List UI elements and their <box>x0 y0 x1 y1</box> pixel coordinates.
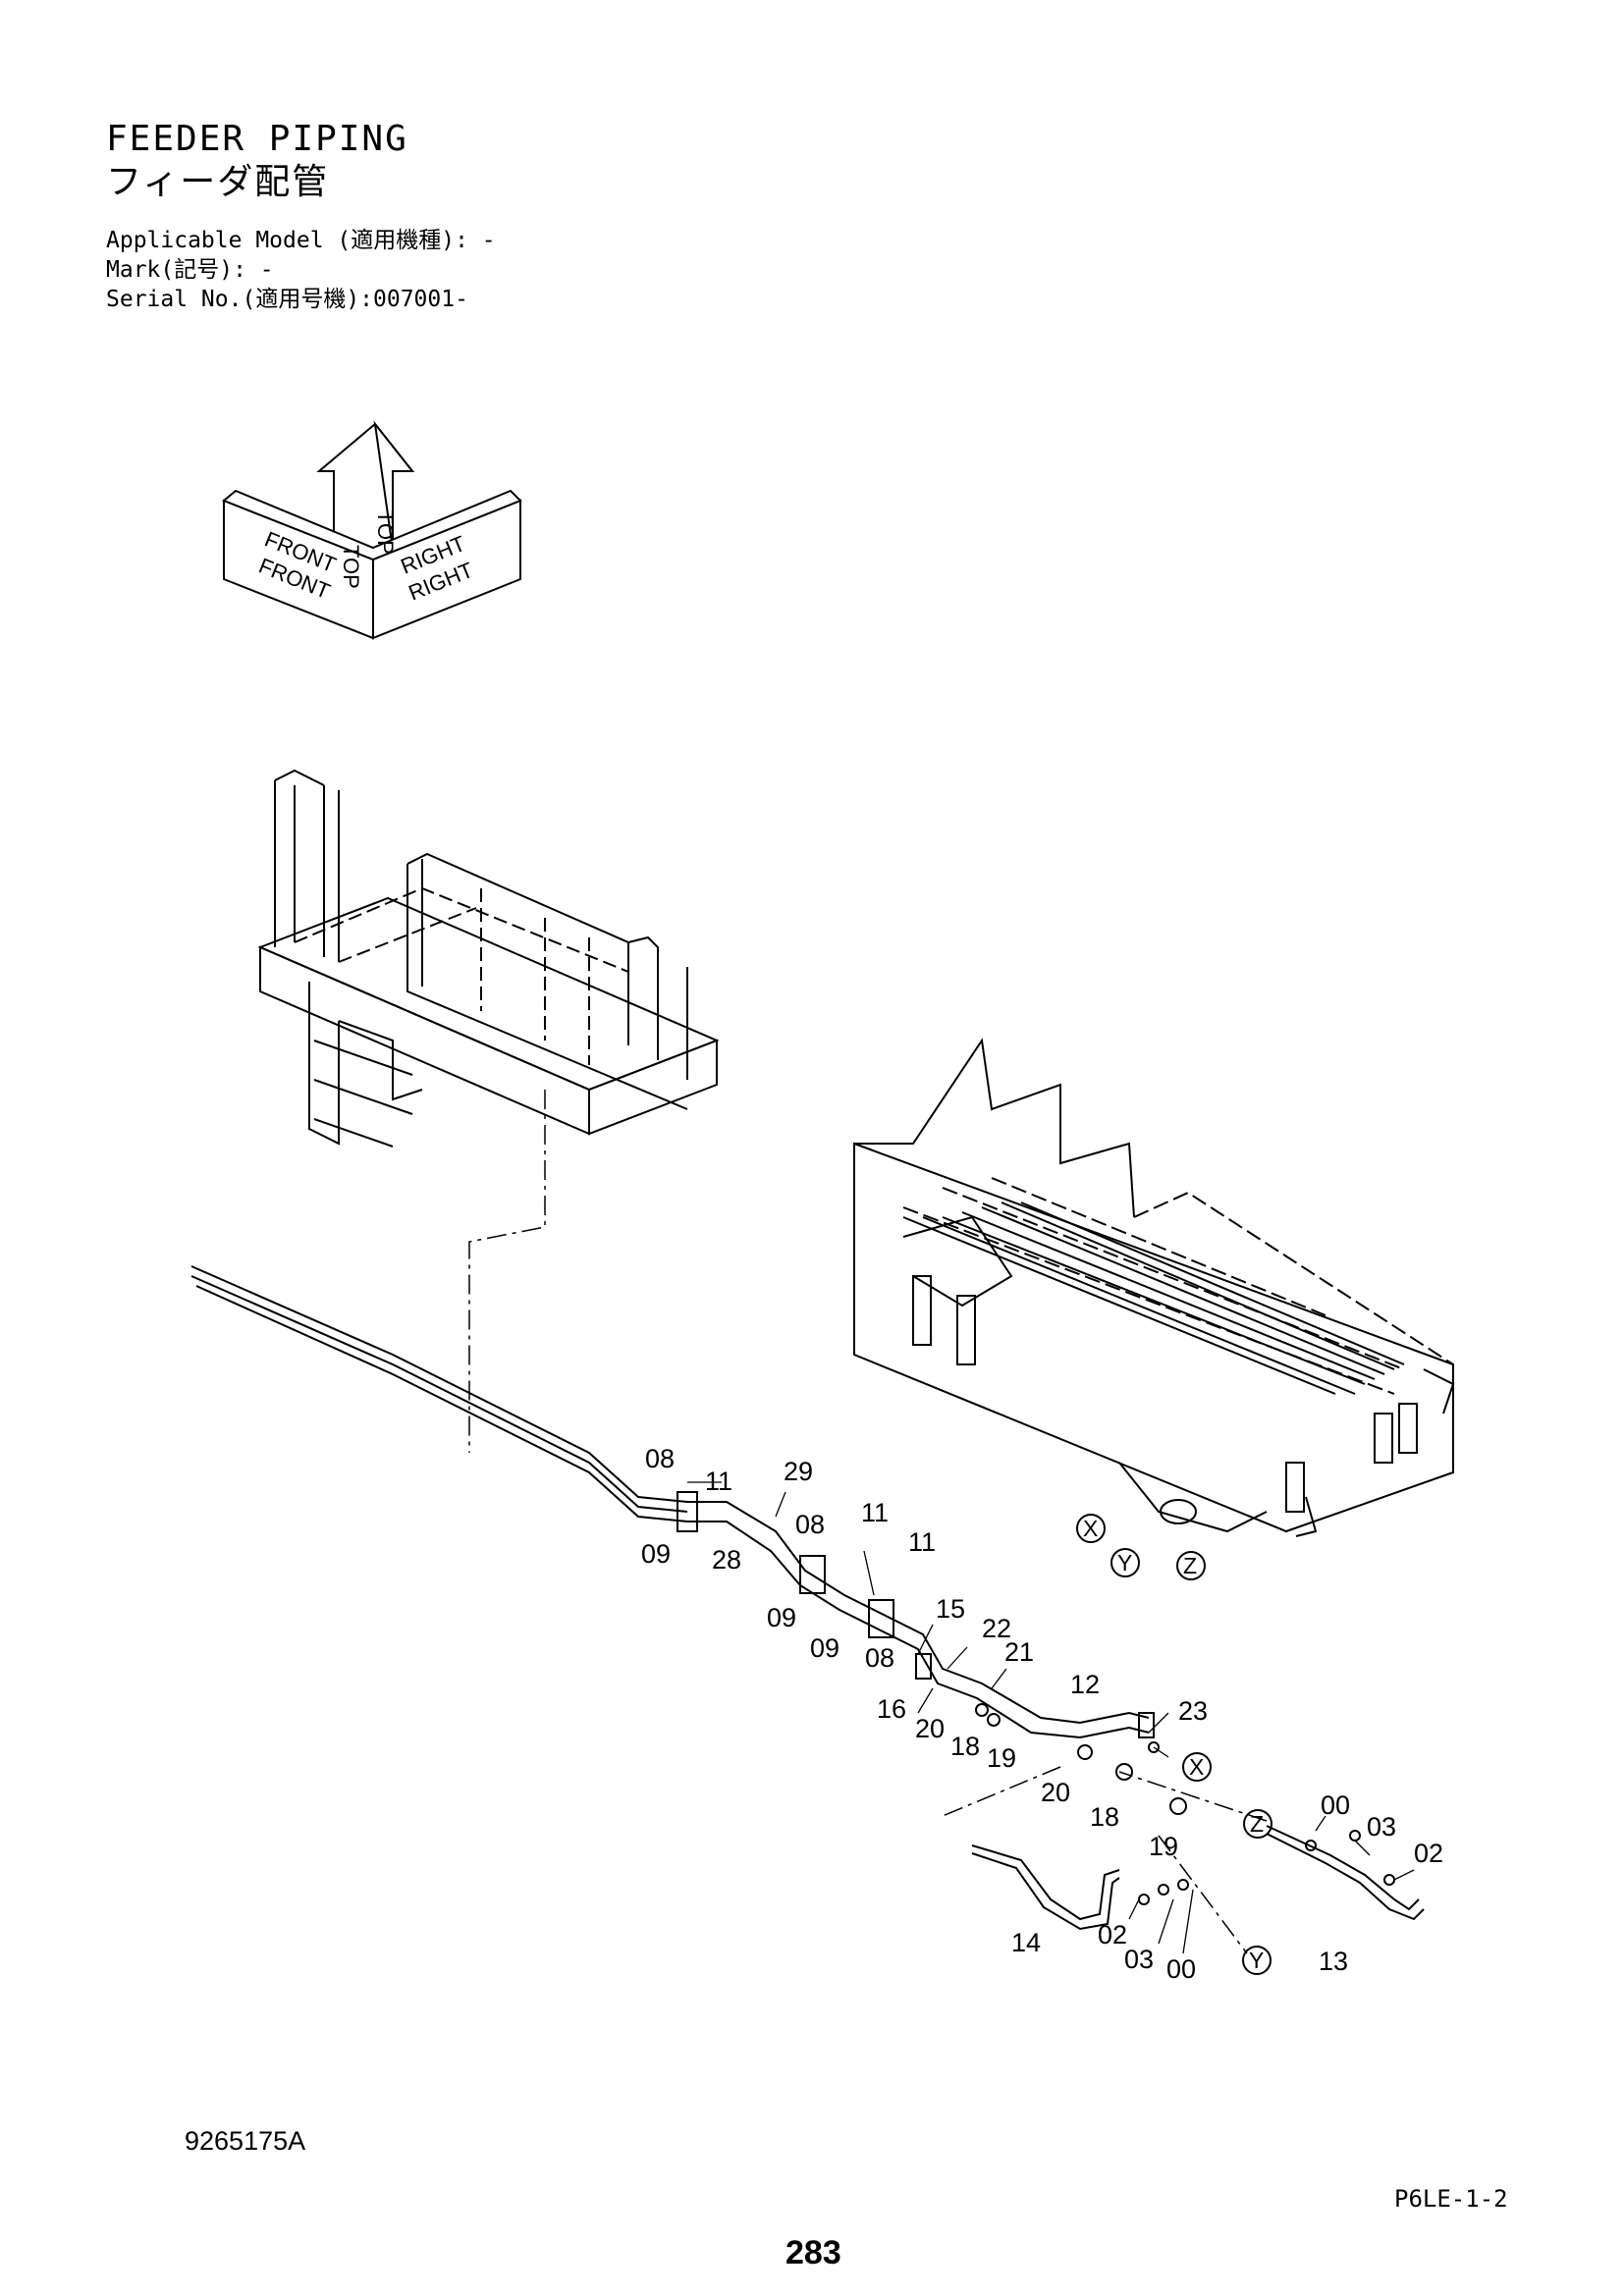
callout-label: 08 <box>865 1643 894 1673</box>
view-letter: Z <box>1250 1811 1264 1837</box>
platform-assembly <box>257 769 720 1148</box>
callout-label: 08 <box>645 1444 675 1473</box>
callout-label: 19 <box>987 1743 1016 1773</box>
callout-label: 23 <box>1178 1696 1208 1726</box>
callout-label: 14 <box>1011 1928 1041 1957</box>
callout-label: 15 <box>936 1594 965 1624</box>
view-marker-x-hose <box>1182 1752 1212 1782</box>
callout-label: 12 <box>1070 1670 1100 1699</box>
model-info: Applicable Model (適用機種): - Mark(記号): - S… <box>106 226 496 314</box>
callout-label: 09 <box>767 1603 796 1632</box>
view-letter: Y <box>1249 1948 1264 1973</box>
orient-top-left: TOP <box>339 545 363 589</box>
drawing-number: 9265175A <box>185 2126 306 2156</box>
page-number: 283 <box>785 2234 841 2271</box>
page-title: FEEDER PIPING フィーダ配管 <box>106 118 408 204</box>
callout-label: 00 <box>1321 1790 1350 1820</box>
callout-label: 11 <box>908 1527 936 1557</box>
view-marker-letters: X Y Z X Z Y <box>1083 1516 1264 1973</box>
callout-label: 03 <box>1367 1812 1396 1842</box>
serial-number: Serial No.(適用号機):007001- <box>106 287 468 312</box>
callout-label: 09 <box>810 1633 839 1663</box>
view-marker-y-hose <box>1242 1946 1272 1975</box>
callout-label: 03 <box>1124 1945 1154 1974</box>
view-letter: Y <box>1117 1550 1132 1575</box>
view-letter: X <box>1189 1754 1204 1780</box>
hoses <box>190 1265 1425 1931</box>
view-letter: Z <box>1183 1553 1197 1578</box>
view-marker-y-frame <box>1110 1548 1140 1577</box>
orientation-symbol: TOP TOP FRONT FRONT RIGHT RIGHT <box>222 420 522 640</box>
callout-label: 02 <box>1098 1920 1127 1949</box>
callout-label: 00 <box>1166 1954 1196 1984</box>
callout-label: 11 <box>705 1467 732 1496</box>
callout-label: 11 <box>861 1498 889 1527</box>
section-code: P6LE-1-2 <box>1394 2185 1508 2213</box>
callout-label: 18 <box>950 1732 980 1761</box>
title-english: FEEDER PIPING <box>106 119 408 159</box>
view-marker-z-frame <box>1176 1551 1206 1580</box>
view-marker-z-hose <box>1243 1809 1272 1839</box>
mark: Mark(記号): - <box>106 257 274 283</box>
callout-label: 20 <box>915 1714 945 1743</box>
title-japanese: フィーダ配管 <box>106 162 330 202</box>
orient-top-right: TOP <box>373 510 398 555</box>
callout-label: 02 <box>1414 1839 1443 1868</box>
callout-label: 21 <box>1004 1637 1034 1667</box>
callout-label: 13 <box>1319 1947 1348 1976</box>
callout-label: 18 <box>1090 1802 1119 1832</box>
callout-label: 20 <box>1041 1778 1070 1807</box>
feeder-frame <box>853 1038 1455 1537</box>
view-markers <box>1076 1514 1272 1975</box>
view-marker-x-frame <box>1076 1514 1106 1543</box>
view-letter: X <box>1083 1516 1098 1541</box>
callout-label: 29 <box>784 1457 813 1486</box>
callout-label: 08 <box>795 1510 825 1539</box>
callout-label: 16 <box>877 1694 906 1724</box>
callout-label: 09 <box>641 1539 671 1569</box>
callout-label: 22 <box>982 1614 1011 1643</box>
applicable-model: Applicable Model (適用機種): - <box>106 228 496 253</box>
callout-labels: 08 11 29 09 28 08 11 11 09 09 15 08 22 2… <box>641 1444 1443 1984</box>
callout-label: 19 <box>1149 1832 1178 1861</box>
callout-label: 28 <box>712 1545 741 1575</box>
